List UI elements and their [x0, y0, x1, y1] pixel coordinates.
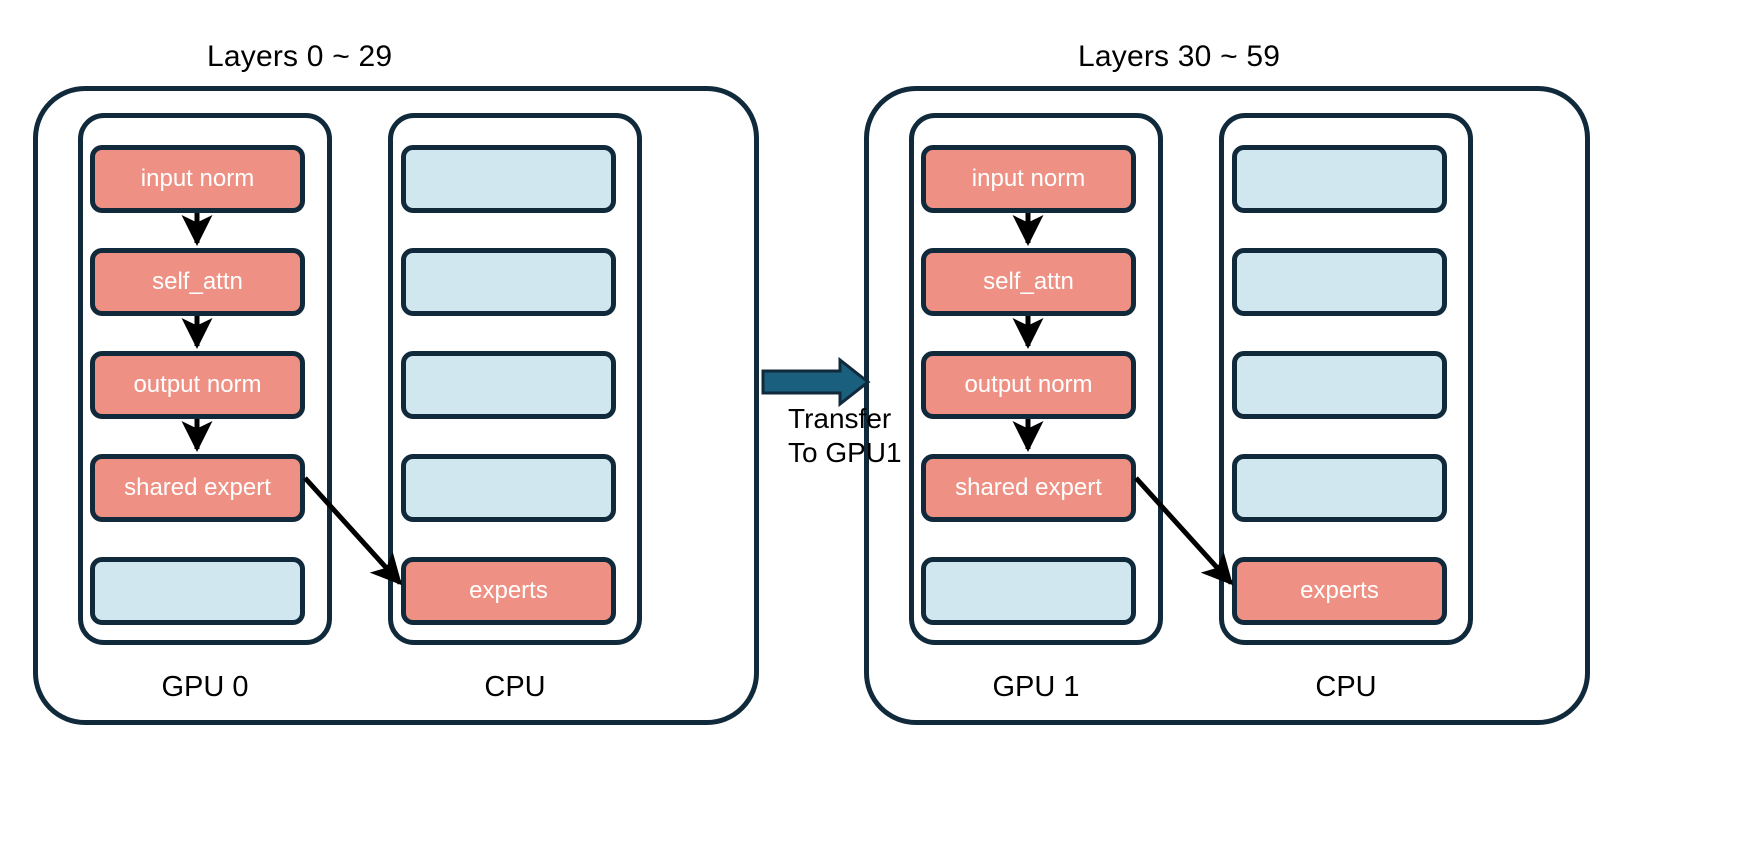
transfer-arrow — [761, 356, 871, 408]
block-cpu0-slot-2[interactable] — [401, 248, 616, 316]
block-cpu0-slot-4[interactable] — [401, 454, 616, 522]
column-label-gpu1: GPU 1 — [992, 671, 1080, 703]
block-cpu1-experts[interactable]: experts — [1232, 557, 1447, 625]
block-cpu1-slot-3[interactable] — [1232, 351, 1447, 419]
block-gpu0-input-norm[interactable]: input norm — [90, 145, 305, 213]
block-gpu1-shared-expert[interactable]: shared expert — [921, 454, 1136, 522]
block-gpu0-shared-expert[interactable]: shared expert — [90, 454, 305, 522]
block-gpu0-self-attn[interactable]: self_attn — [90, 248, 305, 316]
block-gpu1-empty-slot[interactable] — [921, 557, 1136, 625]
column-label-cpu0: CPU — [484, 671, 546, 703]
block-cpu0-experts[interactable]: experts — [401, 557, 616, 625]
block-gpu1-input-norm[interactable]: input norm — [921, 145, 1136, 213]
block-gpu0-output-norm[interactable]: output norm — [90, 351, 305, 419]
group-title-left: Layers 0 ~ 29 — [207, 40, 393, 73]
block-gpu0-empty-slot[interactable] — [90, 557, 305, 625]
block-gpu1-output-norm[interactable]: output norm — [921, 351, 1136, 419]
transfer-label: Transfer To GPU1 — [788, 402, 902, 470]
block-cpu1-slot-2[interactable] — [1232, 248, 1447, 316]
transfer-label-line1: Transfer — [788, 403, 892, 434]
block-cpu0-slot-3[interactable] — [401, 351, 616, 419]
block-gpu1-self-attn[interactable]: self_attn — [921, 248, 1136, 316]
transfer-label-line2: To GPU1 — [788, 437, 902, 469]
block-cpu1-slot-4[interactable] — [1232, 454, 1447, 522]
block-cpu0-slot-1[interactable] — [401, 145, 616, 213]
column-label-gpu0: GPU 0 — [161, 671, 249, 703]
block-cpu1-slot-1[interactable] — [1232, 145, 1447, 213]
group-title-right: Layers 30 ~ 59 — [1078, 40, 1281, 73]
column-label-cpu1: CPU — [1315, 671, 1377, 703]
